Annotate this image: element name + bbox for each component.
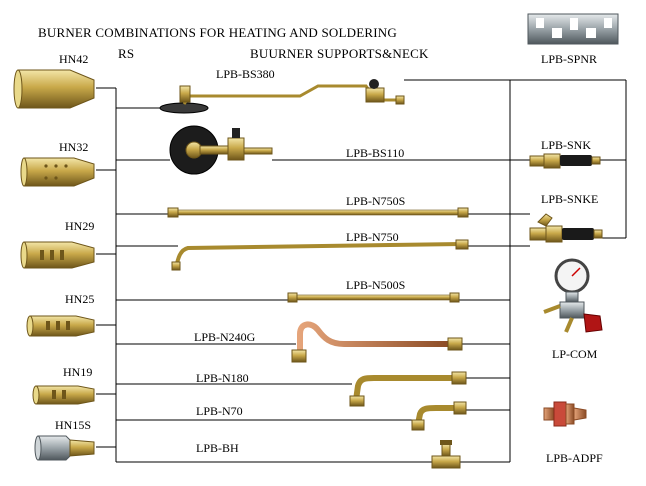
accessory-lpb-snk-image xyxy=(529,153,601,169)
right-bracket-lines xyxy=(272,79,627,463)
support-label-lpb-bs110: LPB-BS110 xyxy=(346,146,405,160)
support-label-lpb-bh: LPB-BH xyxy=(196,441,239,455)
burner-label-hn15s: HN15S xyxy=(55,418,92,432)
accessory-label-lp-com: LP-COM xyxy=(552,347,598,361)
accessory-label-lpb-adpf: LPB-ADPF xyxy=(546,451,603,465)
accessory-label-lpb-snk: LPB-SNK xyxy=(541,138,592,152)
burner-hn25-image xyxy=(26,315,95,337)
burner-hn29-image xyxy=(20,241,95,269)
accessory-label-lpb-snke: LPB-SNKE xyxy=(541,192,599,206)
support-lpb-bs110-image xyxy=(169,125,273,175)
support-lpb-n70-image xyxy=(411,401,467,431)
support-label-lpb-n500s: LPB-N500S xyxy=(346,278,406,292)
burner-label-hn19: HN19 xyxy=(63,365,93,379)
burner-hn32-image xyxy=(20,157,95,187)
diagram-title: BURNER COMBINATIONS FOR HEATING AND SOLD… xyxy=(38,25,397,40)
burner-hn15s-image xyxy=(34,435,95,461)
support-label-lpb-n750: LPB-N750 xyxy=(346,230,399,244)
support-lpb-bs380-image xyxy=(159,79,405,114)
left-bracket-lines xyxy=(96,87,432,463)
support-label-lpb-bs380: LPB-BS380 xyxy=(216,67,275,81)
support-label-lpb-n750s: LPB-N750S xyxy=(346,194,406,208)
accessory-lp-com-image xyxy=(543,258,603,333)
supports-column-header: BUURNER SUPPORTS&NECK xyxy=(250,46,429,61)
burners-column-header: RS xyxy=(118,46,135,61)
accessory-label-lpb-spnr: LPB-SPNR xyxy=(541,52,598,66)
accessory-lpb-spnr-image xyxy=(527,13,619,45)
support-label-lpb-n70: LPB-N70 xyxy=(196,404,243,418)
burner-label-hn32: HN32 xyxy=(59,140,89,154)
accessory-lpb-snke-image xyxy=(529,213,603,243)
support-lpb-n750s-image xyxy=(167,207,469,218)
burner-hn42-image xyxy=(13,69,95,109)
burner-label-hn42: HN42 xyxy=(59,52,89,66)
support-label-lpb-n240g: LPB-N240G xyxy=(194,330,256,344)
support-lpb-n750-image xyxy=(171,239,469,271)
burner-hn19-image xyxy=(32,385,95,405)
accessory-lpb-adpf-image xyxy=(543,401,587,427)
support-label-lpb-n180: LPB-N180 xyxy=(196,371,249,385)
support-lpb-n180-image xyxy=(349,371,467,407)
support-lpb-bh-image xyxy=(431,440,461,469)
burner-label-hn29: HN29 xyxy=(65,219,95,233)
support-lpb-n240g-image xyxy=(291,321,463,363)
burner-label-hn25: HN25 xyxy=(65,292,95,306)
support-lpb-n500s-image xyxy=(287,292,460,303)
